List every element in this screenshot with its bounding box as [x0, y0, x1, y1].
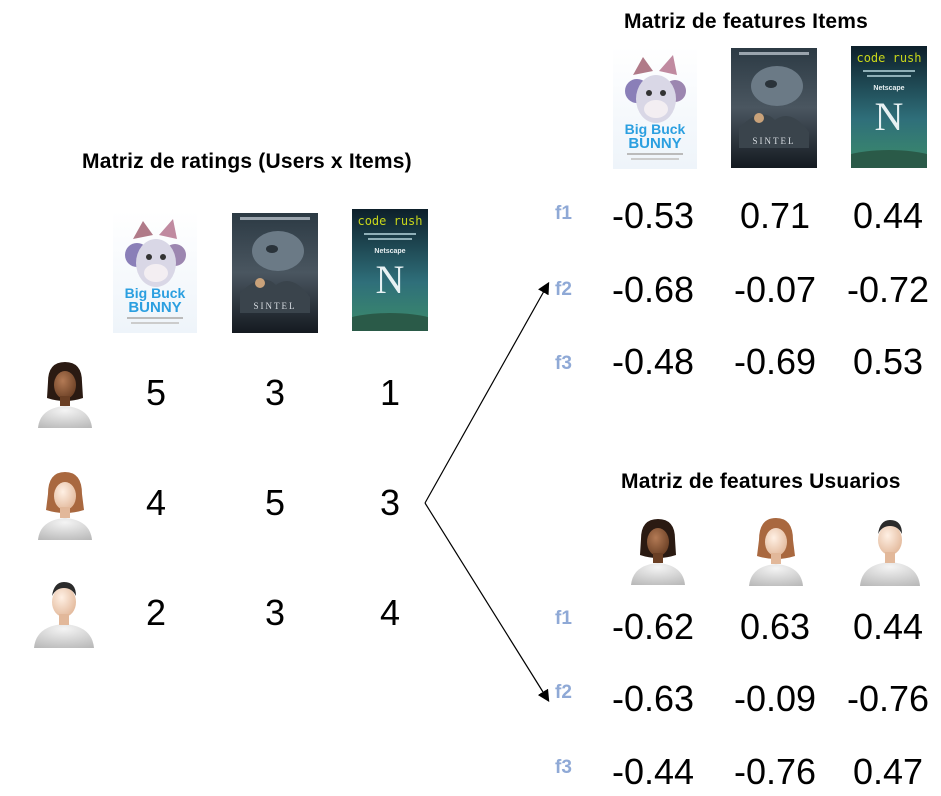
user-avatar-man — [32, 578, 96, 648]
item-feature-cell: -0.69 — [733, 341, 817, 382]
feature-label: f3 — [555, 757, 572, 778]
code-rush-title: code rush — [856, 51, 921, 65]
code-rush-poster: code rush Netscape N — [851, 46, 927, 168]
ratings-title: Matriz de ratings (Users x Items) — [82, 150, 412, 173]
user-feature-cell: -0.63 — [611, 678, 695, 719]
user-avatar-woman-dark — [627, 517, 689, 585]
item-feature-cell: -0.72 — [846, 269, 930, 310]
rating-cell: 5 — [145, 372, 167, 413]
item-feature-cell: -0.07 — [733, 269, 817, 310]
feature-label: f3 — [555, 353, 572, 374]
item-feature-cell: -0.68 — [611, 269, 695, 310]
feature-label: f1 — [555, 608, 572, 629]
rating-cell: 3 — [379, 482, 401, 523]
feature-label: f2 — [555, 279, 572, 300]
user-feature-cell: 0.44 — [852, 606, 924, 647]
arrow-to-items — [424, 281, 550, 504]
rating-cell: 5 — [264, 482, 286, 523]
item-feature-cell: 0.71 — [739, 195, 811, 236]
rating-cell: 1 — [379, 372, 401, 413]
user-avatar-woman-light — [745, 516, 807, 586]
rating-cell: 3 — [264, 592, 286, 633]
sintel-poster: SINTEL — [232, 213, 318, 333]
rating-cell: 4 — [145, 482, 167, 523]
bbb-title-line1: Big Buck — [125, 285, 186, 301]
bbb-title-line2: BUNNY — [628, 135, 681, 152]
rating-cell: 4 — [379, 592, 401, 633]
netscape-label: Netscape — [374, 248, 405, 255]
sintel-title: SINTEL — [254, 301, 297, 311]
netscape-n-logo: N — [875, 94, 904, 139]
rating-cell: 2 — [145, 592, 167, 633]
rating-cell: 3 — [264, 372, 286, 413]
user-feature-cell: 0.47 — [852, 751, 924, 792]
user-feature-cell: 0.63 — [739, 606, 811, 647]
items-matrix-title: Matriz de features Items — [624, 10, 869, 33]
item-feature-cell: -0.53 — [611, 195, 695, 236]
user-feature-cell: -0.76 — [733, 751, 817, 792]
code-rush-title: code rush — [357, 214, 422, 228]
netscape-label: Netscape — [873, 85, 904, 92]
arrow-to-users — [424, 502, 550, 703]
netscape-n-logo: N — [376, 257, 405, 302]
code-rush-poster: code rush Netscape N — [352, 209, 428, 331]
item-feature-cell: 0.53 — [852, 341, 924, 382]
user-feature-cell: -0.62 — [611, 606, 695, 647]
item-feature-cell: 0.44 — [852, 195, 924, 236]
user-feature-cell: -0.76 — [846, 678, 930, 719]
sintel-poster: SINTEL — [731, 48, 817, 168]
bbb-title-line1: Big Buck — [625, 121, 686, 137]
bbb-title-line2: BUNNY — [128, 299, 181, 316]
user-avatar-man — [858, 516, 922, 586]
user-feature-cell: -0.09 — [733, 678, 817, 719]
item-feature-cell: -0.48 — [611, 341, 695, 382]
feature-label: f1 — [555, 203, 572, 224]
sintel-title: SINTEL — [753, 136, 796, 146]
big-buck-bunny-poster: Big Buck BUNNY — [113, 211, 197, 333]
user-avatar-woman-light — [34, 470, 96, 540]
big-buck-bunny-poster: Big Buck BUNNY — [613, 47, 697, 169]
feature-label: f2 — [555, 682, 572, 703]
user-avatar-woman-dark — [34, 360, 96, 428]
users-matrix-title: Matriz de features Usuarios — [621, 470, 901, 493]
user-feature-cell: -0.44 — [611, 751, 695, 792]
